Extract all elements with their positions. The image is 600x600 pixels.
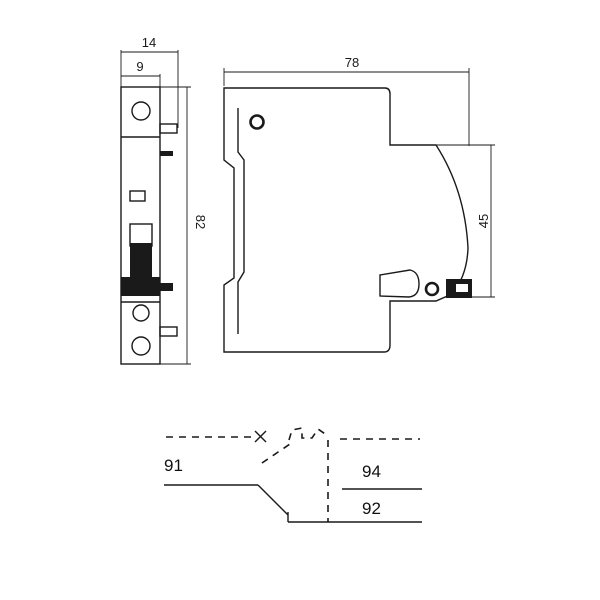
front-tab-lower (159, 326, 178, 337)
contact-schematic: 91 94 92 (164, 427, 422, 523)
side-body (223, 87, 469, 353)
dim-14-label: 14 (142, 35, 156, 50)
side-inner-contour (237, 108, 245, 334)
cross-mark-b (254, 430, 267, 443)
terminal-94-label: 94 (362, 462, 381, 481)
dim-78-label: 78 (345, 55, 359, 70)
toggle-lever-dark (130, 243, 152, 277)
switch-blade (257, 484, 289, 516)
side-view: 78 45 (223, 55, 495, 353)
top-screw-icon (131, 101, 151, 121)
terminal-91-label: 91 (164, 456, 183, 475)
front-tab-upper (159, 123, 178, 134)
bottom-screw-upper-icon (132, 304, 150, 322)
dim-82-label: 82 (193, 215, 208, 229)
terminal-92-label: 92 (362, 499, 381, 518)
side-screw-top-icon (249, 114, 265, 130)
side-lever (379, 269, 420, 298)
dim-45-label: 45 (476, 214, 491, 228)
mechanism-dashed (288, 427, 329, 441)
side-screw-bottom-icon (424, 281, 440, 297)
toggle-base-dark (121, 277, 160, 296)
front-notch-upper (160, 151, 173, 156)
actuator-dashed-link (261, 443, 291, 464)
side-terminal-slot (456, 284, 468, 292)
bottom-screw-lower-icon (131, 336, 151, 356)
front-view: 14 9 82 (120, 35, 208, 365)
dim-9-label: 9 (136, 59, 143, 74)
toggle-lever-top (129, 223, 153, 247)
front-notch-lower (160, 283, 173, 291)
front-body (120, 86, 161, 365)
indicator-window (129, 190, 146, 202)
